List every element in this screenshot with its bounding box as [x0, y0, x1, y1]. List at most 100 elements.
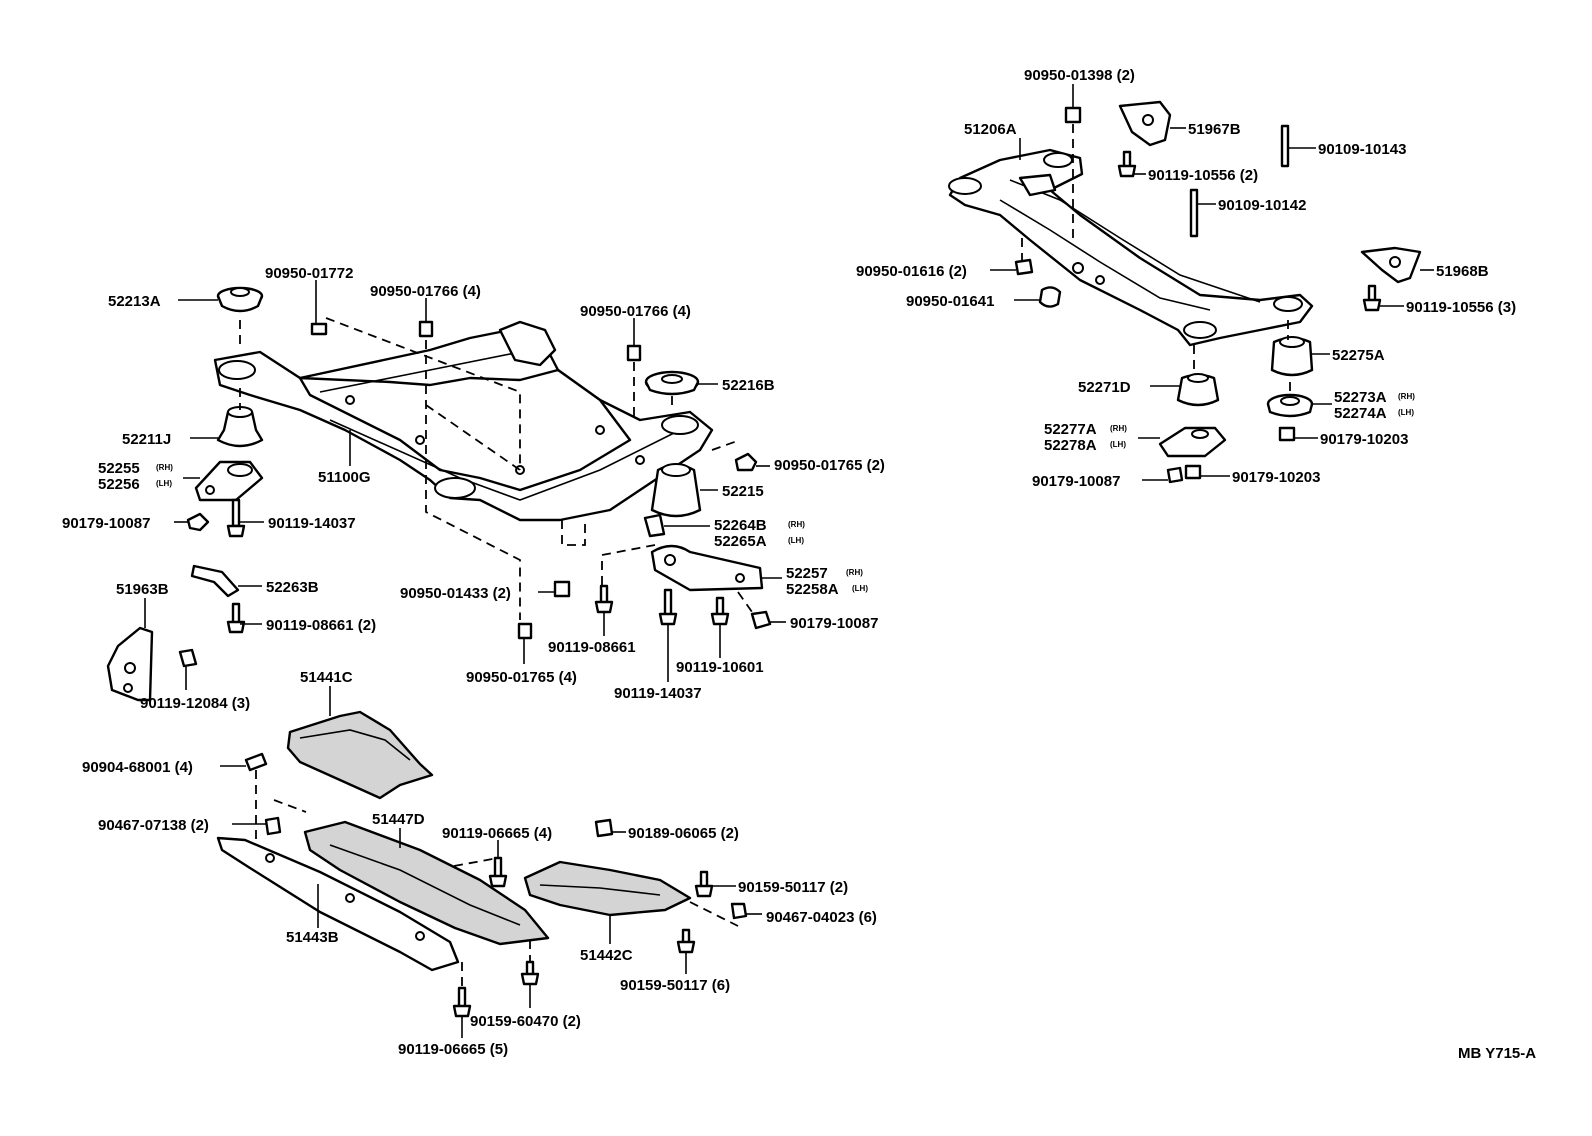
callout-90119-14037-b: 90119-14037 [614, 685, 702, 702]
callout-52278A: 52278A [1044, 437, 1097, 454]
callout-90950-01766-b: 90950-01766 (4) [580, 303, 691, 320]
engine-under-cover-51441C [286, 710, 434, 800]
bushing-52271D [1176, 373, 1220, 407]
leader-lines [144, 84, 1434, 1038]
rear-crossmember-51206A [948, 148, 1314, 347]
callout-90904-68001: 90904-68001 (4) [82, 759, 193, 776]
callout-52263B: 52263B [266, 579, 319, 596]
callout-52265A: 52265A [714, 533, 767, 550]
callout-52275A: 52275A [1332, 347, 1385, 364]
callout-90159-60470: 90159-60470 (2) [470, 1013, 581, 1030]
side-mark-lh-52256: (LH) [156, 479, 172, 488]
callout-52256: 52256 [98, 476, 140, 493]
callout-90119-10556-b: 90119-10556 (3) [1406, 299, 1516, 316]
callout-90119-10556-a: 90119-10556 (2) [1148, 167, 1258, 184]
callout-51967B: 51967B [1188, 121, 1241, 138]
callout-90467-04023: 90467-04023 (6) [766, 909, 877, 926]
figure-code: MB Y715-A [1458, 1045, 1536, 1062]
callout-90179-10087-a: 90179-10087 [62, 515, 150, 532]
bracket-52257 [650, 544, 764, 592]
side-mark-rh-52273A: (RH) [1398, 392, 1415, 401]
callout-90109-10142: 90109-10142 [1218, 197, 1306, 214]
callout-51441C: 51441C [300, 669, 353, 686]
callout-90119-06665-b: 90119-06665 (5) [398, 1041, 508, 1058]
insulator-52216B [644, 370, 700, 396]
side-mark-rh-52277A: (RH) [1110, 424, 1127, 433]
side-mark-lh-52278A: (LH) [1110, 440, 1126, 449]
insulator-52213A [216, 286, 264, 313]
callout-90179-10087-b: 90179-10087 [790, 615, 878, 632]
callout-52258A: 52258A [786, 581, 839, 598]
callout-90119-14037-a: 90119-14037 [268, 515, 356, 532]
callout-90950-01765-a: 90950-01765 (2) [774, 457, 885, 474]
engine-under-cover-51447D [303, 820, 550, 946]
side-mark-rh-52255: (RH) [156, 463, 173, 472]
callout-51963B: 51963B [116, 581, 169, 598]
callout-51100G: 51100G [318, 469, 371, 486]
alignment-lines-left [239, 317, 753, 620]
callout-52255: 52255 [98, 460, 140, 477]
callout-90119-10601: 90119-10601 [676, 659, 764, 676]
callout-90109-10143: 90109-10143 [1318, 141, 1406, 158]
callout-90189-06065: 90189-06065 (2) [628, 825, 739, 842]
callout-52274A: 52274A [1334, 405, 1387, 422]
engine-under-cover-51443B [216, 836, 460, 972]
alignment-lines-right [1021, 124, 1291, 396]
callout-51206A: 51206A [964, 121, 1017, 138]
callout-90950-01433: 90950-01433 (2) [400, 585, 511, 602]
callout-52216B: 52216B [722, 377, 775, 394]
engine-under-cover-51442C [523, 860, 692, 917]
callout-52264B: 52264B [714, 517, 767, 534]
bracket-51963B [106, 626, 154, 702]
hardware-right [1014, 106, 1382, 484]
callout-52215: 52215 [722, 483, 764, 500]
side-mark-lh-52265A: (LH) [788, 536, 804, 545]
callout-52257: 52257 [786, 565, 828, 582]
callout-51443B: 51443B [286, 929, 339, 946]
callout-90950-01766-a: 90950-01766 (4) [370, 283, 481, 300]
callout-52213A: 52213A [108, 293, 161, 310]
callout-90950-01772: 90950-01772 [265, 265, 353, 282]
callout-51968B: 51968B [1436, 263, 1489, 280]
callout-90950-01765-b: 90950-01765 (4) [466, 669, 577, 686]
callout-90950-01641: 90950-01641 [906, 293, 994, 310]
callout-90179-10203-b: 90179-10203 [1232, 469, 1320, 486]
callout-90119-08661-b: 90119-08661 [548, 639, 636, 656]
callout-90950-01398: 90950-01398 (2) [1024, 67, 1135, 84]
callout-51447D: 51447D [372, 811, 425, 828]
bracket-52263B [190, 564, 240, 598]
bracket-51968B [1360, 246, 1422, 284]
callout-labels: 52213A 90950-01772 90950-01766 (4) 90950… [62, 67, 1536, 1062]
bracket-52277A [1158, 426, 1227, 458]
bushing-52211J [216, 406, 264, 448]
side-mark-lh-52274A: (LH) [1398, 408, 1414, 417]
bracket-51967B [1118, 100, 1172, 147]
callout-90159-50117-a: 90159-50117 (2) [738, 879, 848, 896]
callout-90119-06665-a: 90119-06665 (4) [442, 825, 552, 842]
callout-52277A: 52277A [1044, 421, 1097, 438]
callout-90159-50117-b: 90159-50117 (6) [620, 977, 730, 994]
side-mark-rh-52264B: (RH) [788, 520, 805, 529]
callout-51442C: 51442C [580, 947, 633, 964]
stopper-52264B [643, 513, 666, 538]
callout-52271D: 52271D [1078, 379, 1131, 396]
callout-90119-08661-a: 90119-08661 (2) [266, 617, 376, 634]
bushing-52275A [1270, 336, 1314, 377]
side-mark-rh-52257: (RH) [846, 568, 863, 577]
alignment-lines-bottom [255, 770, 739, 990]
callout-90950-01616: 90950-01616 (2) [856, 263, 967, 280]
hardware-left [178, 320, 772, 668]
callout-52211J: 52211J [122, 431, 171, 448]
side-mark-lh-52258A: (LH) [852, 584, 868, 593]
bushing-52215 [650, 463, 702, 518]
callout-90119-12084: 90119-12084 (3) [140, 695, 250, 712]
callout-52273A: 52273A [1334, 389, 1387, 406]
callout-90179-10087-c: 90179-10087 [1032, 473, 1120, 490]
callout-90467-07138: 90467-07138 (2) [98, 817, 209, 834]
front-crossmember-51100G [213, 320, 714, 522]
stopper-52273A [1266, 393, 1314, 418]
callout-90179-10203-a: 90179-10203 [1320, 431, 1408, 448]
bracket-52255 [194, 460, 264, 502]
